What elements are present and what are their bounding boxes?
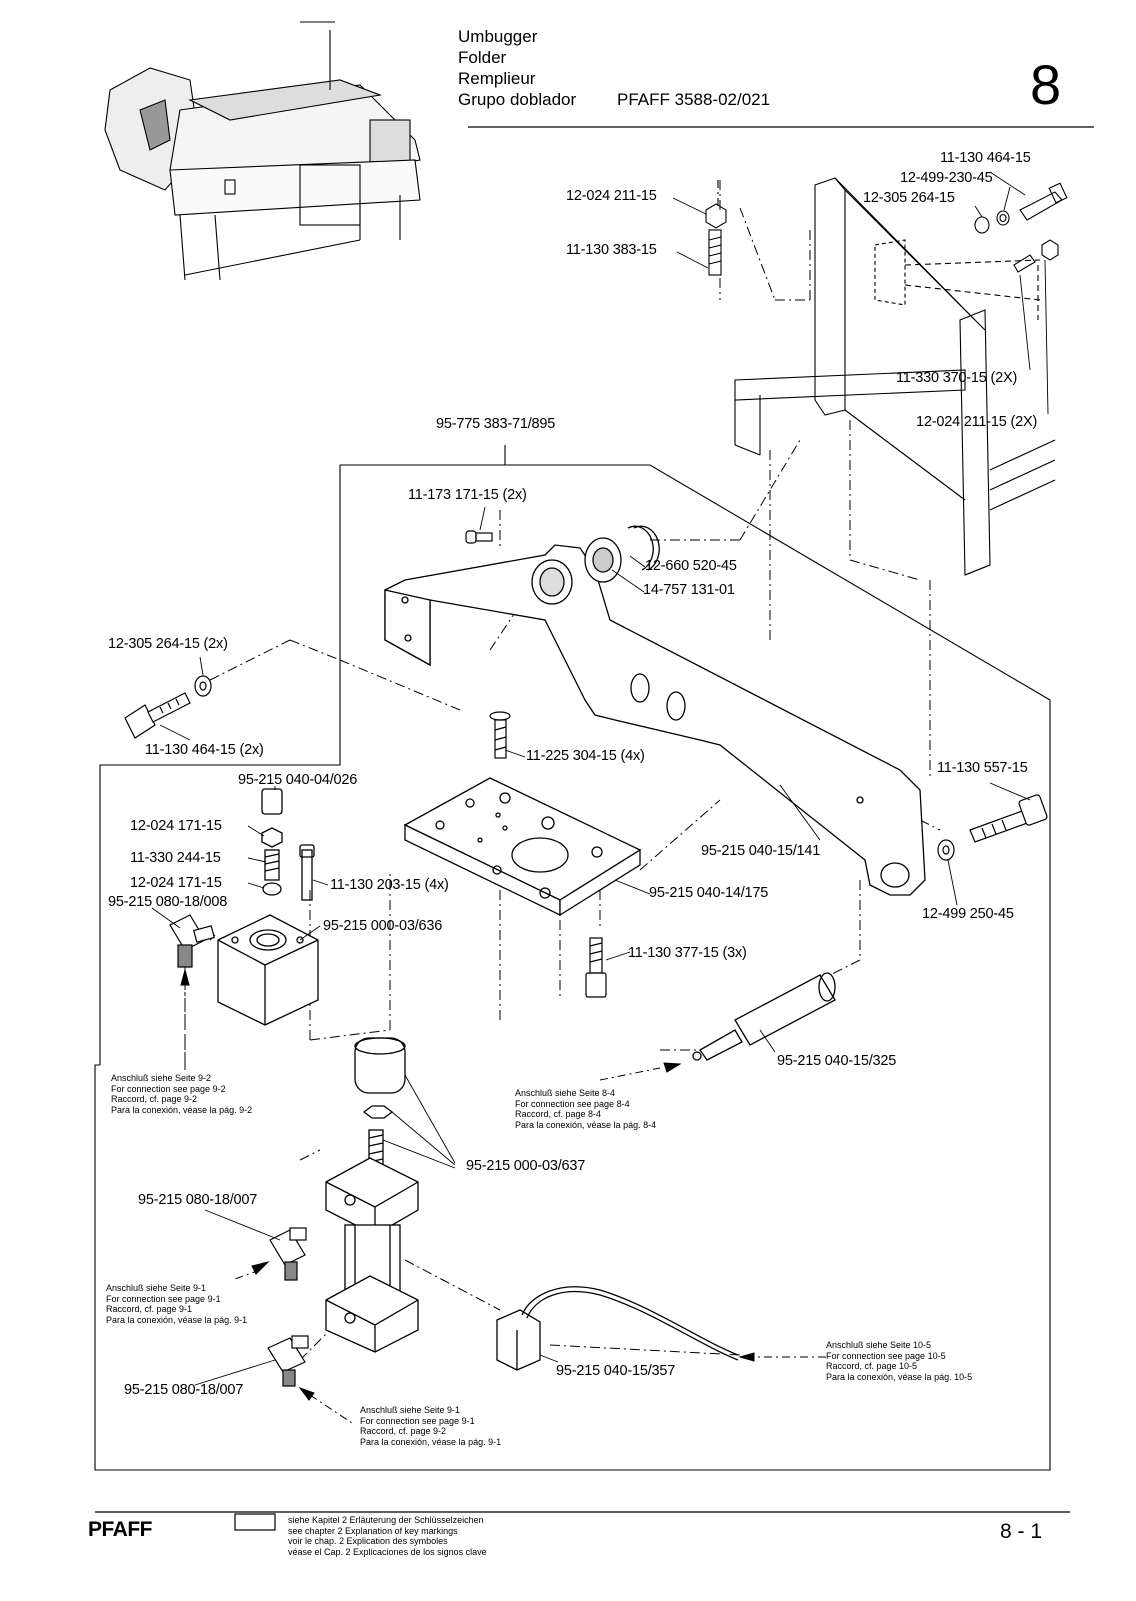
- part-label: 12-024 171-15: [130, 875, 222, 891]
- legend-line: see chapter 2 Explanation of key marking…: [288, 1525, 458, 1536]
- main-arm: [384, 544, 926, 896]
- machine-thumbnail: [104, 21, 421, 281]
- part-label: 95-215 080-18/007: [138, 1192, 258, 1208]
- connection-note-10-5: Anschluß siehe Seite 10-5 For connection…: [826, 1340, 972, 1382]
- part-label: 95-215 040-04/026: [238, 772, 358, 788]
- right-cap-screw: [937, 794, 1048, 861]
- fitting-008: [169, 914, 215, 968]
- part-label: 12-660 520-45: [645, 558, 737, 574]
- note-line: For connection see page 9-2: [111, 1083, 226, 1094]
- connection-note-9-2: Anschluß siehe Seite 9-2 For connection …: [111, 1073, 252, 1115]
- part-label: 95-215 080-18/007: [124, 1382, 244, 1398]
- note-line: Para la conexión, véase la pág. 8-4: [515, 1119, 657, 1130]
- note-line: Anschluß siehe Seite 9-2: [111, 1073, 212, 1083]
- connection-arrows: [180, 968, 830, 1426]
- part-label: 12-305 264-15: [863, 190, 955, 206]
- part-label: 14-757 131-01: [643, 582, 735, 598]
- part-label: 11-130 557-15: [937, 760, 1028, 776]
- note-line: Raccord, cf. page 9-1: [106, 1304, 193, 1314]
- proximity-sensor: [692, 972, 836, 1061]
- screw-small: [465, 530, 493, 544]
- part-label: 11-330 370-15 (2X): [896, 370, 1018, 386]
- part-label: 12-305 264-15 (2x): [108, 636, 228, 652]
- note-line: Para la conexión, véase la pág. 9-1: [360, 1436, 502, 1447]
- legend-line: voir le chap. 2 Explication des symboles: [288, 1536, 448, 1546]
- title-en: Folder: [458, 48, 507, 67]
- part-label: 11-130 383-15: [566, 242, 657, 258]
- connection-note-8-4: Anschluß siehe Seite 8-4 For connection …: [515, 1088, 656, 1130]
- part-label: 11-225 304-15 (4x): [526, 748, 645, 764]
- note-line: For connection see page 10-5: [826, 1350, 946, 1361]
- note-line: Anschluß siehe Seite 10-5: [826, 1340, 932, 1350]
- note-line: Raccord, cf. page 8-4: [515, 1109, 602, 1119]
- screw-377: [585, 937, 607, 998]
- part-label: 95-215 040-15/325: [777, 1053, 897, 1069]
- chapter-number: 8: [1030, 53, 1062, 116]
- frame-assembly: [734, 177, 1056, 576]
- connection-note-9-1-b: Anschluß siehe Seite 9-1 For connection …: [360, 1405, 501, 1447]
- part-label: 95-775 383-71/895: [436, 416, 556, 432]
- connection-note-9-1-a: Anschluß siehe Seite 9-1 For connection …: [106, 1283, 247, 1325]
- part-label: 12-024 211-15 (2X): [916, 414, 1038, 430]
- note-line: For connection see page 9-1: [360, 1415, 475, 1426]
- note-line: Para la conexión, véase la pág. 9-1: [106, 1314, 248, 1325]
- magnetic-switch: [496, 1286, 739, 1371]
- note-line: Anschluß siehe Seite 8-4: [515, 1088, 616, 1098]
- part-label: 11-130 377-15 (3x): [628, 945, 747, 961]
- left-cap-screw: [124, 675, 212, 739]
- part-label: 95-215 080-18/008: [108, 894, 228, 910]
- title-de: Umbugger: [458, 27, 538, 46]
- part-label: 12-024 171-15: [130, 818, 222, 834]
- note-line: Para la conexión, véase la pág. 9-2: [111, 1104, 253, 1115]
- part-label: 11-173 171-15 (2x): [408, 487, 527, 503]
- bearing: [584, 525, 660, 583]
- note-line: Anschluß siehe Seite 9-1: [360, 1405, 461, 1415]
- part-label: 95-215 040-15/357: [556, 1363, 676, 1379]
- part-label: 11-130 203-15 (4x): [330, 877, 449, 893]
- mounting-plate: [403, 777, 642, 917]
- legend-line: véase el Cap. 2 Explicaciones de los sig…: [288, 1546, 487, 1557]
- countersunk-screw: [489, 711, 511, 759]
- pneumatic-cylinder: [325, 1037, 419, 1353]
- note-line: For connection see page 8-4: [515, 1098, 630, 1109]
- part-label: 95-215 000-03/636: [323, 918, 443, 934]
- note-line: For connection see page 9-1: [106, 1293, 221, 1304]
- note-line: Raccord, cf. page 10-5: [826, 1361, 918, 1371]
- part-label: 95-215 040-15/141: [701, 843, 821, 859]
- top-hardware: [705, 180, 1068, 320]
- page-number: 8 - 1: [1000, 1520, 1043, 1543]
- legend-box: [234, 1513, 276, 1531]
- note-line: Para la conexión, véase la pág. 10-5: [826, 1371, 973, 1382]
- note-line: Raccord, cf. page 9-2: [360, 1426, 447, 1436]
- title-es: Grupo doblador: [458, 90, 577, 109]
- part-label: 11-130 464-15: [940, 150, 1031, 166]
- part-label: 95-215 000-03/637: [466, 1158, 586, 1174]
- leader-lines: [151, 171, 1049, 1386]
- fitting-007: [267, 1227, 309, 1387]
- note-line: Anschluß siehe Seite 9-1: [106, 1283, 207, 1293]
- assembly-lines: [184, 180, 941, 1361]
- cylinder-block: [217, 788, 319, 1026]
- part-label: 12-499-230-45: [900, 170, 993, 186]
- title-fr: Remplieur: [458, 69, 536, 88]
- part-label: 11-330 244-15: [130, 850, 221, 866]
- legend-text: siehe Kapitel 2 Erläuterung der Schlüsse…: [288, 1515, 487, 1557]
- model-number: PFAFF 3588-02/021: [617, 90, 771, 109]
- note-line: Raccord, cf. page 9-2: [111, 1094, 198, 1104]
- brand-logo: PFAFF: [88, 1518, 153, 1541]
- part-label: 11-130 464-15 (2x): [145, 742, 264, 758]
- part-label: 12-499 250-45: [922, 906, 1014, 922]
- legend-line: siehe Kapitel 2 Erläuterung der Schlüsse…: [288, 1515, 484, 1525]
- part-label: 12-024 211-15: [566, 188, 657, 204]
- part-label: 95-215 040-14/175: [649, 885, 769, 901]
